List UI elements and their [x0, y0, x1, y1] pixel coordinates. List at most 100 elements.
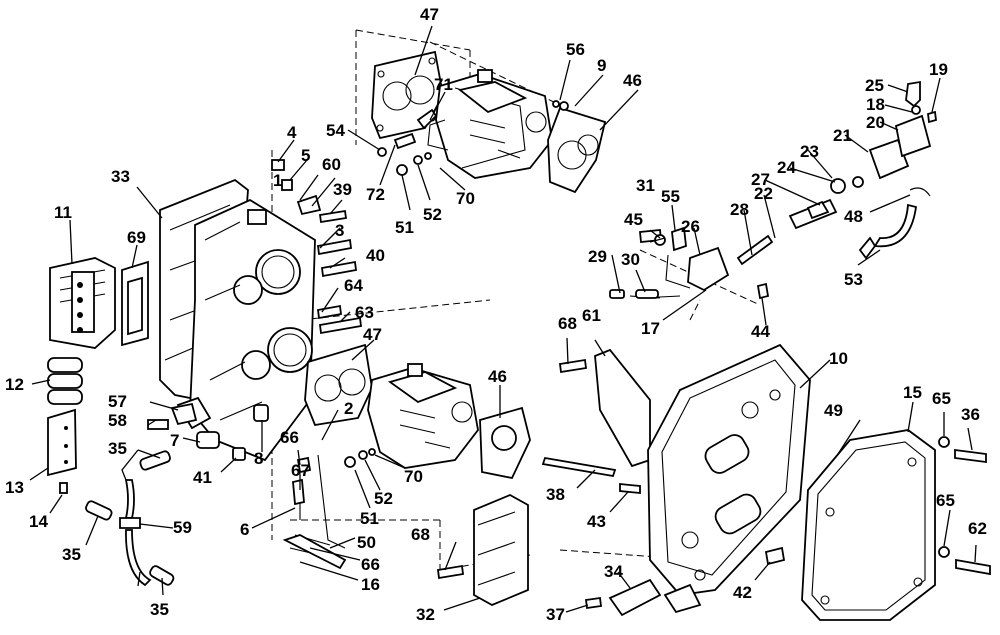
callout-26: 26	[681, 217, 700, 236]
callout-47-b: 47	[363, 325, 382, 344]
callout-1: 1	[273, 171, 282, 190]
callout-59: 59	[173, 518, 192, 537]
callout-37: 37	[546, 605, 565, 624]
callout-53: 53	[844, 270, 863, 289]
callout-3: 3	[335, 221, 344, 240]
callout-51-b: 51	[360, 509, 379, 528]
callout-66-b: 66	[361, 555, 380, 574]
housing-32	[436, 494, 529, 606]
callout-23: 23	[800, 142, 819, 161]
callout-13: 13	[5, 478, 24, 497]
callout-68-b: 68	[411, 525, 430, 544]
callout-68-a: 68	[558, 314, 577, 333]
callout-10: 10	[829, 349, 848, 368]
callout-19: 19	[929, 60, 948, 79]
callout-35-b: 35	[62, 545, 81, 564]
callout-55: 55	[661, 187, 680, 206]
callout-15: 15	[903, 383, 922, 402]
fasteners-lower	[292, 448, 376, 506]
bracket-34	[584, 578, 702, 617]
reed-block	[49, 257, 116, 349]
cover-49	[801, 429, 936, 621]
callout-9: 9	[597, 56, 606, 75]
deflector-61	[594, 348, 651, 468]
callout-48: 48	[844, 207, 863, 226]
callout-32: 32	[416, 605, 435, 624]
callout-64: 64	[344, 276, 363, 295]
callout-39: 39	[333, 180, 352, 199]
parts-artwork	[47, 29, 991, 621]
callout-70-a: 70	[456, 189, 475, 208]
gasket-upper-right	[547, 106, 607, 194]
callout-6: 6	[240, 520, 249, 539]
callout-29: 29	[588, 247, 607, 266]
bolt-68-upper	[558, 358, 588, 374]
callout-30: 30	[621, 250, 640, 269]
callout-4: 4	[287, 123, 297, 142]
reed-petals	[47, 357, 83, 405]
rod-38	[541, 456, 617, 478]
callout-65-a: 65	[932, 389, 951, 408]
callout-34: 34	[604, 562, 623, 581]
gasket-lower-right	[479, 406, 531, 480]
callout-52-b: 52	[374, 489, 393, 508]
screw-42	[764, 546, 786, 566]
callout-18: 18	[866, 95, 885, 114]
callout-54: 54	[326, 121, 345, 140]
callout-2: 2	[344, 399, 353, 418]
callout-20: 20	[866, 113, 885, 132]
callout-36: 36	[961, 405, 980, 424]
callout-35-c: 35	[150, 600, 169, 619]
callout-33: 33	[111, 167, 130, 186]
callout-44: 44	[751, 322, 770, 341]
callout-65-b: 65	[936, 491, 955, 510]
callout-63: 63	[355, 303, 374, 322]
callout-11: 11	[54, 203, 72, 222]
callout-52-a: 52	[423, 205, 442, 224]
linkage-rods	[289, 454, 346, 561]
callout-49: 49	[824, 401, 843, 420]
callout-35-a: 35	[108, 439, 127, 458]
callout-12: 12	[5, 375, 24, 394]
screw-14	[59, 482, 68, 494]
callout-51-a: 51	[395, 218, 414, 237]
callout-42: 42	[733, 583, 752, 602]
callout-40: 40	[366, 246, 385, 265]
callout-66-a: 66	[280, 428, 299, 447]
callout-70-b: 70	[404, 467, 423, 486]
callout-45: 45	[624, 210, 643, 229]
washer-65-lower	[938, 546, 950, 558]
intake-manifold	[159, 178, 316, 462]
callout-71: 71	[434, 75, 453, 94]
callout-67: 67	[291, 461, 310, 480]
callout-labels: 1 3 4 5 6 7 8 9 10 11 12 13 14 15 16 17 …	[5, 5, 987, 624]
callout-5: 5	[301, 146, 310, 165]
callout-14: 14	[29, 512, 48, 531]
callout-61: 61	[582, 306, 601, 325]
callout-62: 62	[968, 519, 987, 538]
callout-27: 27	[751, 170, 770, 189]
leader-lines	[29, 25, 977, 613]
carburetor-lower	[367, 363, 479, 469]
callout-50: 50	[357, 533, 376, 552]
bolt-36	[954, 448, 987, 464]
carburetor-upper	[427, 69, 553, 179]
washer-65-upper	[938, 436, 950, 448]
callout-46-b: 46	[488, 367, 507, 386]
callout-56: 56	[566, 40, 585, 59]
reed-stop	[47, 408, 77, 477]
callout-28: 28	[730, 200, 749, 219]
bolt-62	[955, 558, 991, 576]
reed-gasket	[121, 260, 149, 347]
callout-38: 38	[546, 485, 565, 504]
callout-57: 57	[108, 392, 127, 411]
callout-22: 22	[754, 184, 773, 203]
callout-72: 72	[366, 185, 385, 204]
screw-43	[619, 483, 641, 494]
callout-7: 7	[170, 431, 179, 450]
callout-17: 17	[641, 319, 660, 338]
callout-69: 69	[127, 228, 146, 247]
callout-24: 24	[777, 158, 796, 177]
callout-41: 41	[193, 468, 212, 487]
